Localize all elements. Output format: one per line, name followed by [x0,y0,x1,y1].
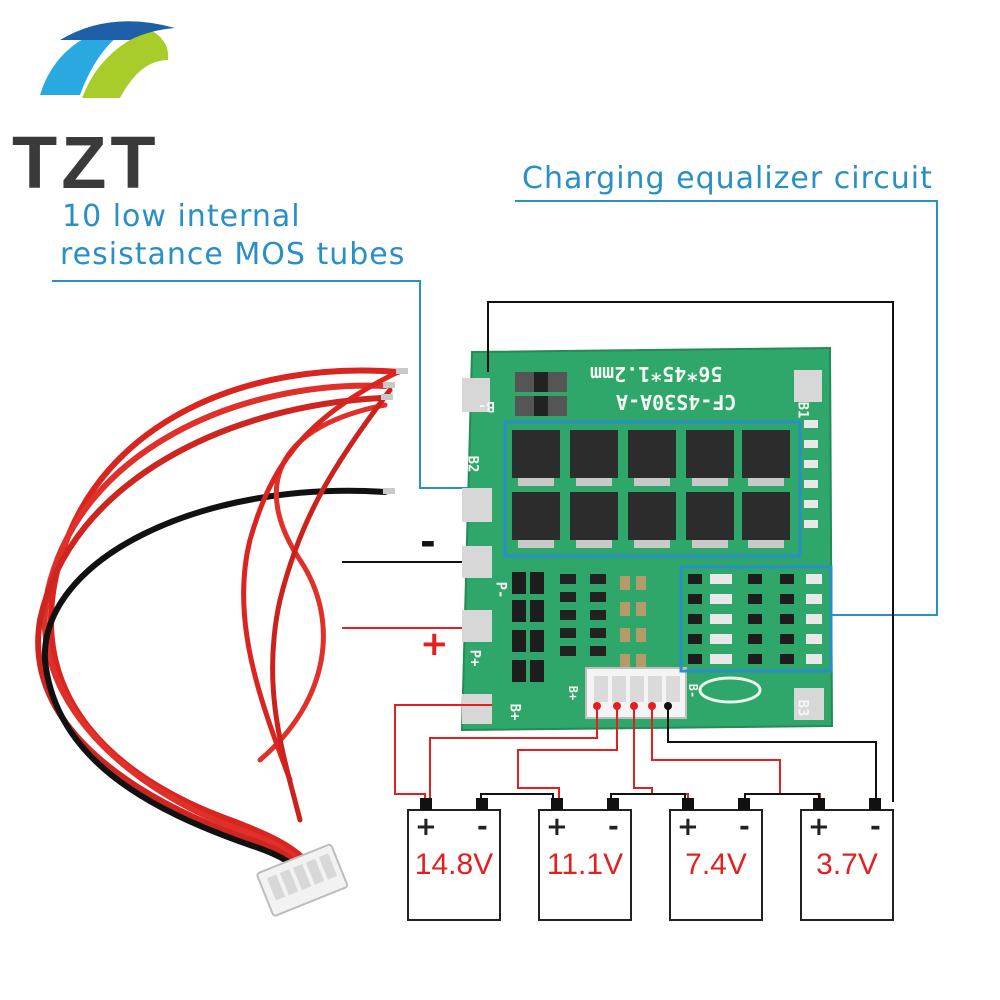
mos-highlight-box [503,420,802,558]
board-size-label: 56*45*1.2mm [590,362,723,386]
connector-pin-dots [593,702,672,710]
battery-4-minus: - [870,812,881,842]
battery-4-voltage: 3.7V [816,848,878,881]
brand-name: TZT [12,121,160,204]
battery-1-minus: - [477,812,488,842]
equalizer-callout: Charging equalizer circuit [522,161,933,196]
mos-callout-line1: 10 low internal [62,199,301,234]
battery-3-minus: - [739,812,750,842]
battery-series-links [480,793,820,802]
pcb-board [460,346,834,732]
wire-tips [381,368,408,494]
negative-sign: - [420,520,436,564]
battery-3-voltage: 7.4V [685,848,747,881]
b-minus-wire [487,301,894,802]
battery-cells [407,798,894,921]
jst-connector-icon [256,843,349,917]
positive-sign: + [420,624,449,664]
connector-b-minus-label: B- [686,683,701,699]
battery-4-plus: + [808,812,830,842]
battery-2-minus: - [608,812,619,842]
balance-cable [35,367,401,881]
battery-1-voltage: 14.8V [414,848,494,881]
battery-3-plus: + [677,812,699,842]
pad-p-plus-label: P+ [466,649,483,667]
pad-b3-label: B3 [794,699,811,717]
pad-p-minus-label: P- [492,581,509,599]
battery-1-plus: + [415,812,437,842]
pad-b1-label: B1 [794,401,811,419]
pad-b-plus-label: B+ [506,703,523,721]
pad-b2-label: B2 [464,455,481,473]
pad-b-minus-label: B- [478,398,495,414]
mos-callout-line2: resistance MOS tubes [60,237,406,272]
equalizer-callout-line [515,200,938,616]
brand-logo-icon [40,21,175,98]
equalizer-highlight-box [679,565,833,673]
connector-b-plus-label: B+ [566,685,581,701]
battery-2-voltage: 11.1V [546,848,624,881]
battery-2-plus: + [546,812,568,842]
board-model-label: CF-4S30A-A [616,390,737,414]
